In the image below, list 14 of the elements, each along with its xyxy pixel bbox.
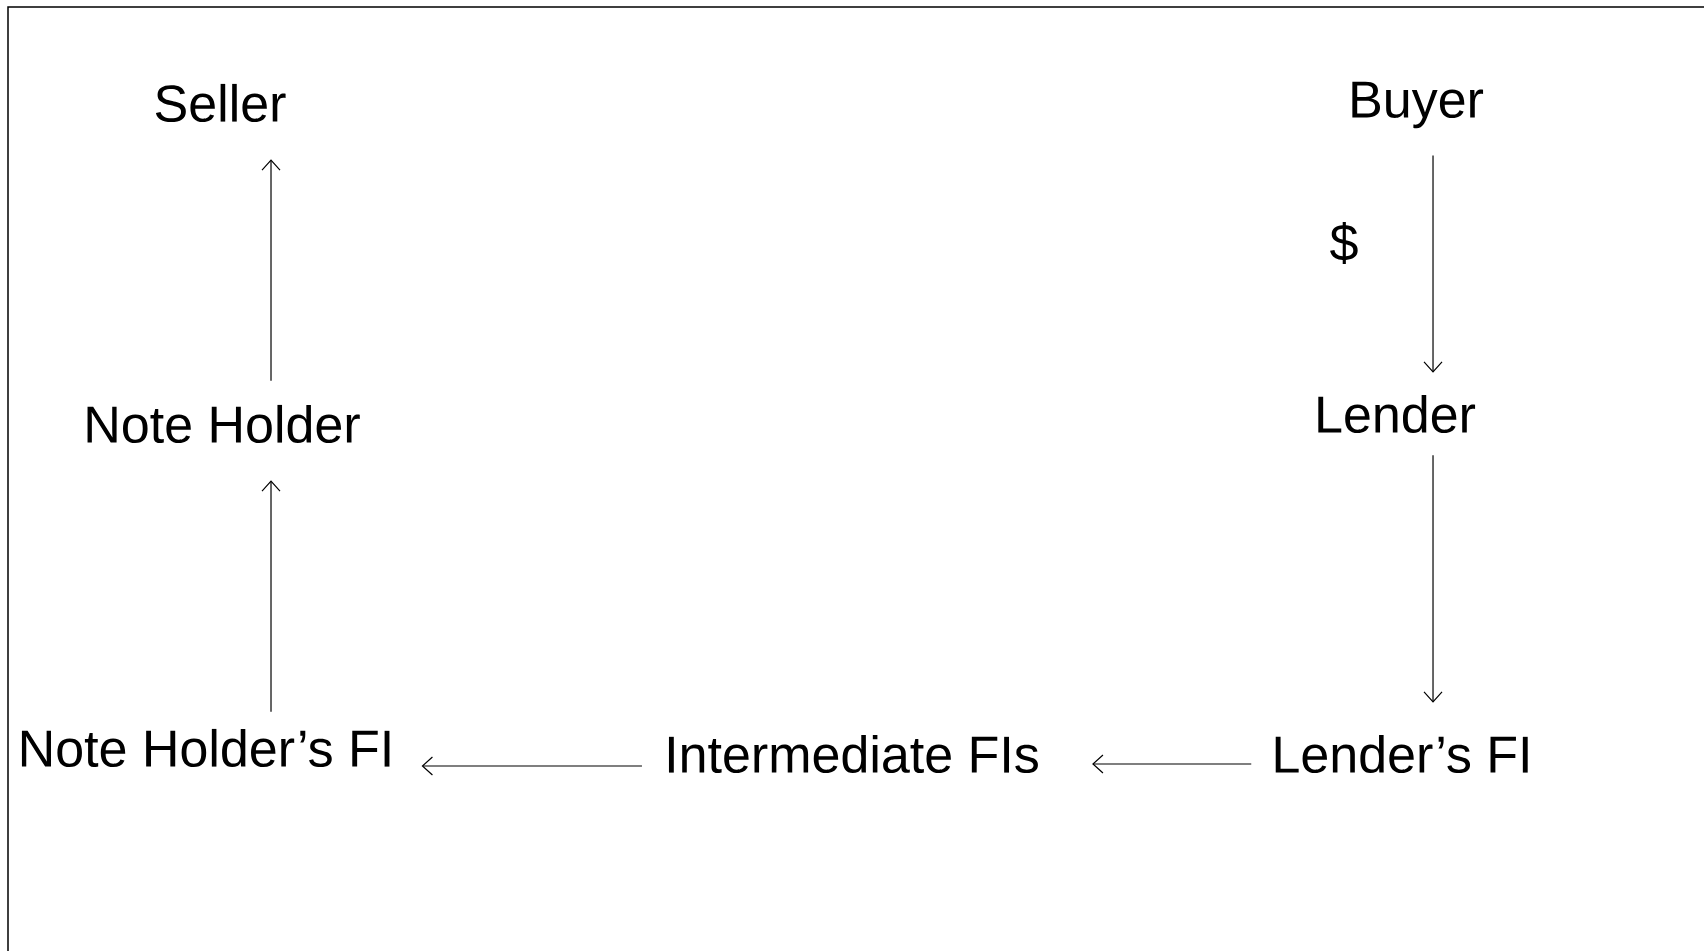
arrow bbox=[1423, 154, 1443, 373]
edge-label: $ bbox=[1327, 219, 1361, 267]
node-label: Lender bbox=[1318, 394, 1476, 434]
node-label: Seller bbox=[155, 83, 286, 123]
node-label: Lender’s FI bbox=[1275, 734, 1528, 774]
arrow bbox=[261, 480, 281, 713]
node-label: Intermediate FIs bbox=[668, 734, 1038, 774]
node-label: Buyer bbox=[1352, 81, 1484, 129]
node-label: Note Holder bbox=[87, 404, 360, 444]
arrow bbox=[421, 756, 643, 776]
arrow bbox=[1423, 454, 1443, 703]
arrow bbox=[261, 159, 281, 382]
arrow bbox=[1092, 754, 1252, 774]
node-label: Note Holder’s FI bbox=[21, 728, 390, 768]
